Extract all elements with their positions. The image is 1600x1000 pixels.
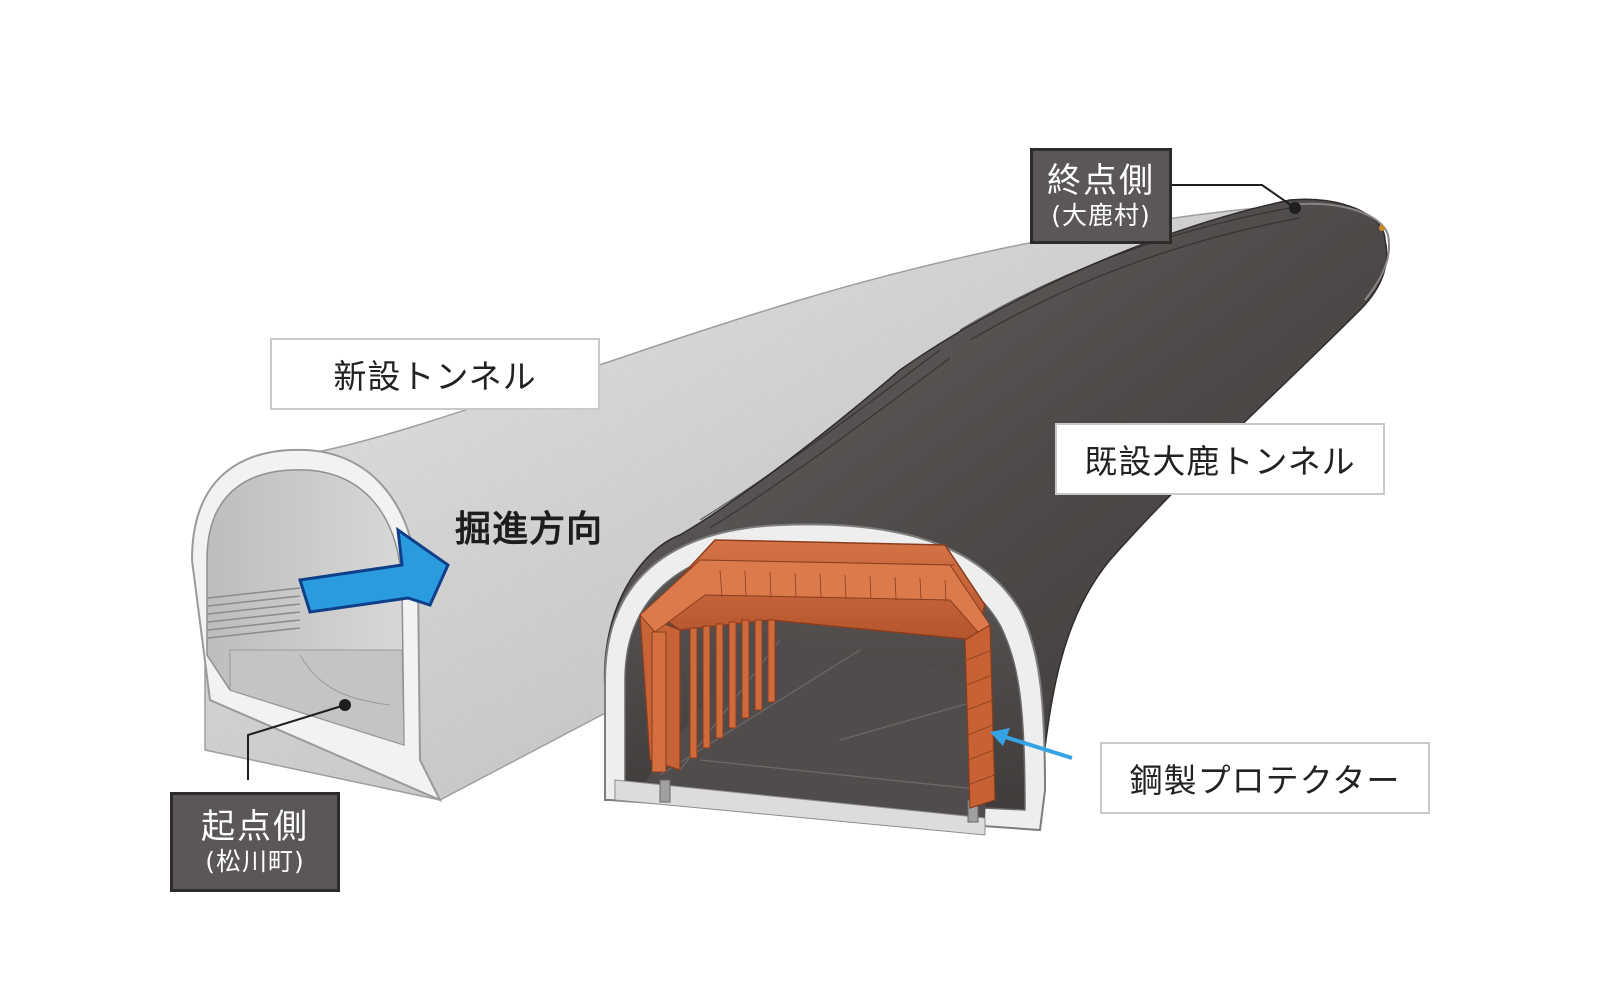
direction-label: 掘進方向: [455, 509, 604, 550]
start-side-label: 起点側 (松川町): [170, 792, 340, 892]
new-tunnel-label-text: 新設トンネル: [333, 357, 537, 396]
end-side-sub: (大鹿村): [1051, 201, 1151, 230]
callout-end: [1172, 184, 1301, 214]
protector-label: 鋼製プロテクター: [1100, 742, 1430, 814]
protector-right-wall: [964, 623, 996, 809]
callout-protector: [990, 728, 1073, 760]
existing-tunnel-label: 既設大鹿トンネル: [1055, 423, 1385, 495]
direction-arrow: [298, 526, 450, 614]
existing-tunnel-label-text: 既設大鹿トンネル: [1084, 442, 1356, 481]
steel-protector: [639, 539, 996, 809]
start-side-main: 起点側: [201, 807, 309, 847]
end-side-label: 終点側 (大鹿村): [1030, 148, 1172, 244]
new-tunnel-label: 新設トンネル: [270, 338, 600, 410]
start-side-sub: (松川町): [205, 847, 305, 876]
protector-label-text: 鋼製プロテクター: [1129, 761, 1401, 800]
callout-start: [247, 699, 351, 780]
end-side-main: 終点側: [1047, 161, 1155, 201]
